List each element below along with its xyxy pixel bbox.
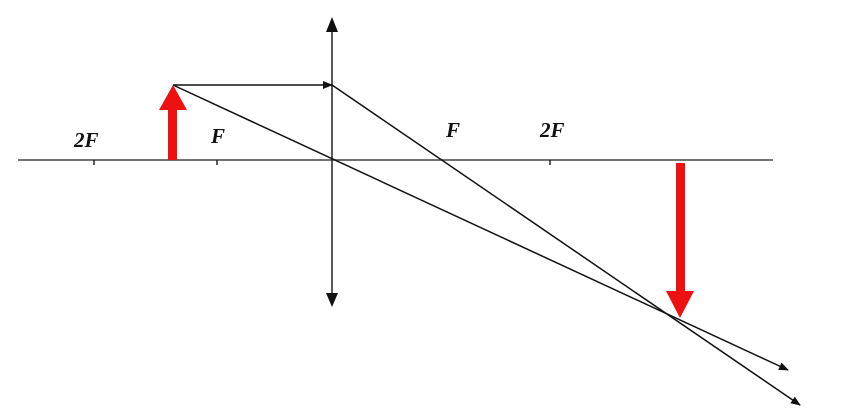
label-left-2f: 2F bbox=[74, 128, 99, 152]
image-arrow-shaft bbox=[676, 163, 685, 293]
ray-refracted bbox=[331, 84, 801, 406]
label-left-f: F bbox=[211, 124, 226, 148]
object-arrow-head bbox=[159, 85, 187, 110]
lens-top-arrowhead bbox=[326, 17, 338, 32]
lens-bottom-arrowhead bbox=[326, 293, 338, 307]
ray-through-center bbox=[172, 84, 789, 371]
label-right-2f: 2F bbox=[540, 118, 565, 142]
label-right-f: F bbox=[446, 118, 461, 142]
object-arrow-shaft bbox=[168, 108, 177, 160]
image-arrow-head bbox=[666, 291, 694, 318]
